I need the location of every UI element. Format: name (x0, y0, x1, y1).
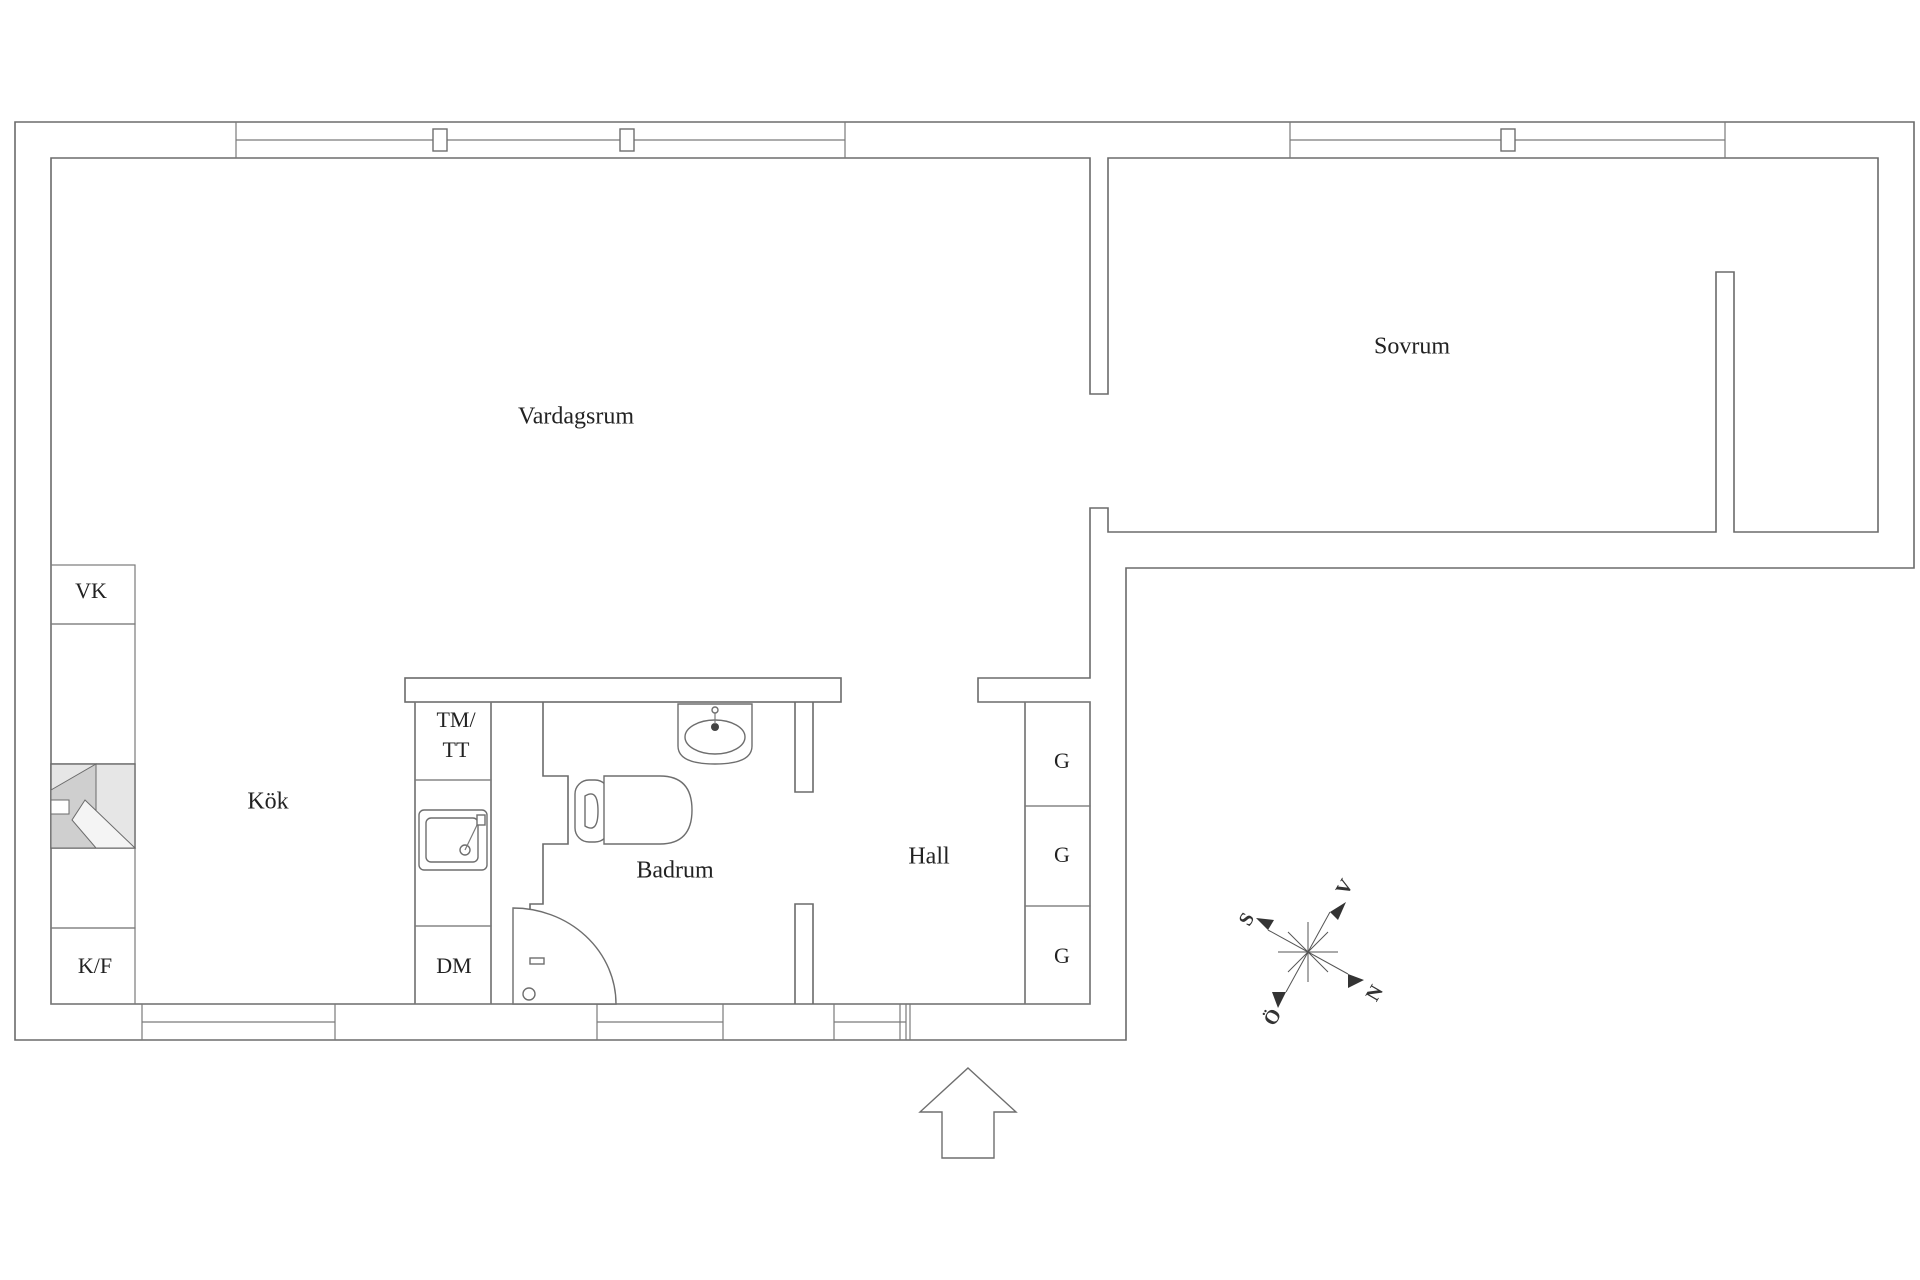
kitchen-right-column (414, 701, 492, 1005)
outer-walls (14, 121, 1915, 1041)
hall-wardrobes (1024, 701, 1091, 1005)
fixture-label-tt: TT (443, 737, 470, 762)
shower-icon (512, 907, 617, 1005)
compass-rose-icon (1256, 902, 1364, 1008)
room-label-hall: Hall (908, 844, 950, 870)
fixture-label-dm: DM (436, 953, 471, 978)
toilet-icon (574, 775, 693, 845)
inner-walls (404, 677, 1026, 1004)
compass-label-v: V (1332, 875, 1359, 899)
room-label-sovrum: Sovrum (1374, 334, 1450, 360)
room-label-vardagsrum: Vardagsrum (518, 404, 634, 430)
room-label-badrum: Badrum (636, 858, 714, 884)
fixture-label-g2: G (1054, 842, 1070, 867)
fixture-label-g1: G (1054, 748, 1070, 773)
stove-icon (50, 763, 137, 849)
compass-label-o: Ö (1258, 1005, 1286, 1030)
fixture-label-vk: VK (75, 578, 107, 603)
compass-label-s: S (1234, 909, 1259, 930)
fixture-label-kf: K/F (78, 953, 112, 978)
compass-label-n: N (1362, 981, 1389, 1005)
windows-bottom (141, 1003, 911, 1041)
room-label-kok: Kök (247, 789, 288, 815)
wash-basin-icon (677, 703, 753, 765)
windows-top (235, 121, 1726, 159)
entrance-arrow-icon (918, 1067, 1018, 1159)
fixture-label-g3: G (1054, 943, 1070, 968)
fixture-label-tm: TM/ (436, 707, 476, 732)
kitchen-sink-icon (418, 809, 488, 871)
